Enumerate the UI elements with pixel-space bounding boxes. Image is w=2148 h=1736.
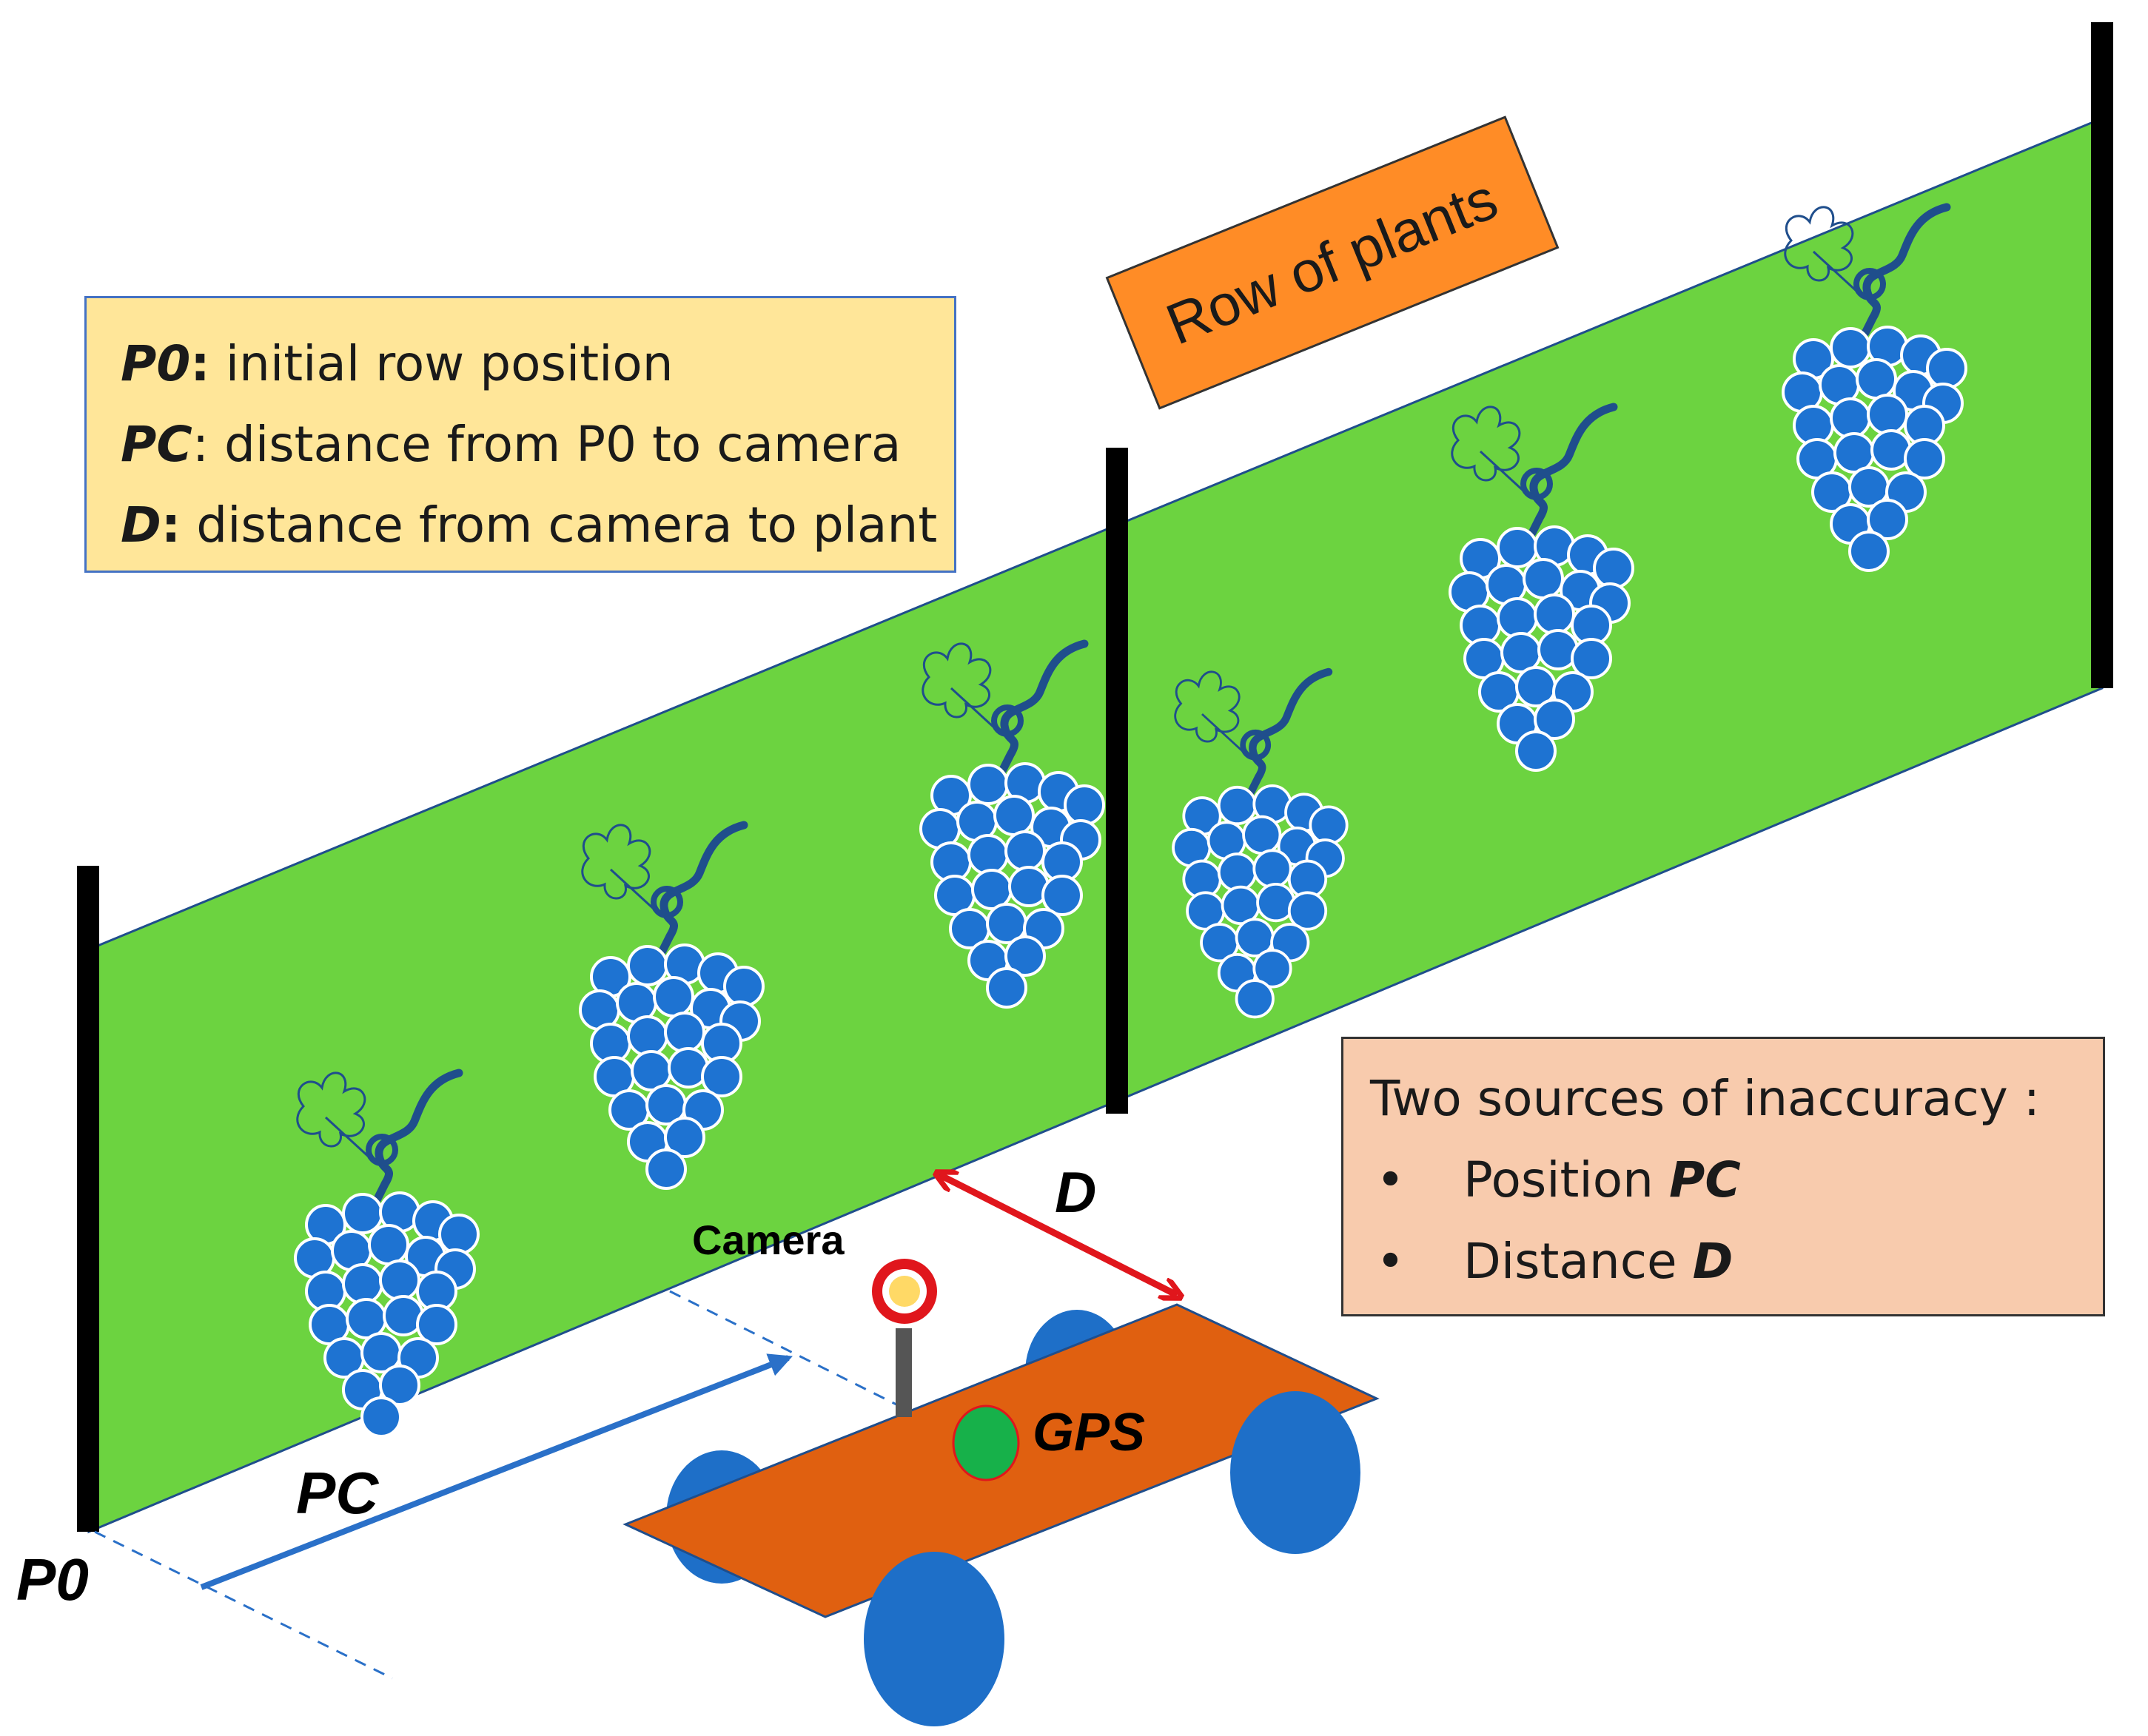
row-post-right <box>2091 22 2113 688</box>
bullet: • <box>1376 1233 1405 1290</box>
robot-vehicle-icon <box>622 1303 1380 1726</box>
inaccuracy-title: Two sources of inaccuracy : <box>1370 1070 2041 1127</box>
legend-key-p0: P0 <box>121 335 191 392</box>
legend-line-pc: PC: distance from P0 to camera <box>121 416 902 473</box>
legend-box: P0: initial row position PC: distance fr… <box>84 296 956 573</box>
camera-label: Camera <box>692 1217 845 1263</box>
inaccuracy-item-distance: • Distance D <box>1370 1221 2103 1302</box>
row-post-left <box>77 866 99 1532</box>
row-label: Row of plants <box>1105 115 1560 410</box>
bullet: • <box>1376 1151 1405 1208</box>
inaccuracy-box: Two sources of inaccuracy : • Position PC… <box>1341 1037 2105 1316</box>
legend-text-pc: distance from P0 to camera <box>224 416 902 473</box>
legend-line-d: D: distance from camera to plant <box>121 497 938 554</box>
legend-text-p0: initial row position <box>225 335 674 392</box>
inaccuracy-item-position: • Position PC <box>1370 1140 2103 1221</box>
inaccuracy-item-prefix: Position <box>1463 1151 1669 1208</box>
camera-dashed-line <box>669 1290 900 1407</box>
legend-text-d: distance from camera to plant <box>196 497 938 554</box>
row-post-middle <box>1106 448 1128 1114</box>
inaccuracy-item-prefix: Distance <box>1463 1233 1693 1290</box>
camera-icon <box>872 1259 937 1324</box>
pc-label: PC <box>296 1460 379 1526</box>
legend-key-pc: PC <box>121 416 192 473</box>
legend-line-p0: P0: initial row position <box>121 335 674 392</box>
inaccuracy-item-key: PC <box>1668 1151 1741 1208</box>
p0-dashed-line <box>94 1530 393 1680</box>
gps-label: GPS <box>1033 1403 1145 1462</box>
distance-arrow <box>940 1175 1177 1295</box>
legend-key-d: D <box>121 497 161 554</box>
d-label: D <box>1055 1160 1096 1225</box>
inaccuracy-item-key: D <box>1692 1233 1733 1290</box>
p0-label: P0 <box>16 1547 89 1612</box>
pc-arrow <box>200 1353 793 1590</box>
gps-icon <box>952 1404 1020 1481</box>
